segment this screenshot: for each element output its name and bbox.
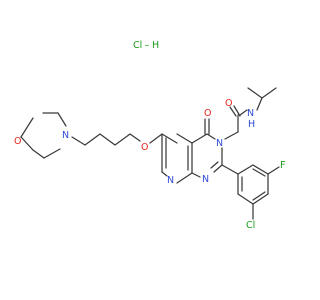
amide-hydrogen-label: H <box>248 119 255 130</box>
bond <box>252 191 266 201</box>
bond <box>261 87 277 99</box>
bond <box>99 133 116 146</box>
bond <box>224 131 239 140</box>
bond <box>129 133 141 142</box>
hcl-chlorine-label: Cl <box>133 40 142 51</box>
bond <box>233 105 241 117</box>
bond <box>239 109 248 116</box>
bond <box>176 172 193 184</box>
bond <box>252 193 269 205</box>
amide-nitrogen-label: N <box>247 108 254 119</box>
bond <box>252 164 269 175</box>
hcl-salt: Cl – H <box>133 40 159 51</box>
morpholine-nitrogen-label: N <box>62 130 69 141</box>
ring-n1-label: N <box>202 174 209 185</box>
bond <box>210 161 219 169</box>
bond <box>252 168 266 177</box>
bond <box>237 193 254 205</box>
aryl-chlorine-label: Cl <box>246 220 255 231</box>
ring-carbonyl-oxygen-label: O <box>204 108 211 119</box>
molecule-structure: Cl – H <box>14 40 285 231</box>
atom-labels: O N O O O N H N N N Cl F <box>14 98 285 231</box>
bond <box>149 133 163 144</box>
bond <box>32 149 45 159</box>
ring-n3-label: N <box>216 138 223 149</box>
morpholine-oxygen-label: O <box>14 136 21 147</box>
ether-oxygen-label: O <box>141 142 148 153</box>
hcl-hydrogen-label: H <box>152 40 159 51</box>
pyridine-nitrogen-label: N <box>167 175 174 186</box>
bond-lines <box>20 87 280 220</box>
aryl-fluorine-label: F <box>280 160 285 171</box>
bond <box>206 133 216 140</box>
bond <box>20 117 34 138</box>
bond <box>57 112 67 127</box>
bond <box>71 136 86 146</box>
bond <box>213 164 223 173</box>
bond <box>256 97 263 111</box>
bond <box>84 133 101 146</box>
bond <box>247 87 263 99</box>
amide-oxygen-label: O <box>225 98 232 109</box>
bond <box>161 133 178 144</box>
bond <box>43 148 61 159</box>
bond <box>176 133 193 144</box>
hcl-bond-dash: – <box>145 40 150 51</box>
bond <box>267 166 280 175</box>
bond <box>191 172 201 178</box>
bond <box>221 164 239 175</box>
bond <box>20 136 34 151</box>
bond <box>237 164 254 175</box>
bond <box>161 171 168 177</box>
bond <box>229 106 237 117</box>
bond <box>114 133 131 146</box>
bond <box>191 133 208 144</box>
